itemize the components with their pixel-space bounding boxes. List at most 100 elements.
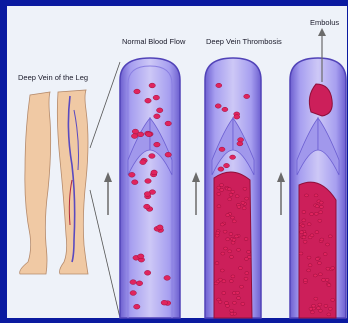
blood-cell	[228, 198, 232, 201]
blood-cell	[149, 83, 155, 88]
blood-cell	[247, 250, 251, 253]
blood-cell	[320, 238, 324, 241]
blood-cell	[145, 179, 151, 184]
blood-cell	[308, 264, 312, 267]
blood-cell	[317, 262, 321, 265]
blood-cell	[331, 267, 335, 270]
blood-cell	[310, 213, 314, 216]
blood-cell	[231, 241, 235, 244]
blood-cell	[220, 184, 224, 187]
blood-cell	[244, 94, 250, 98]
dvt-label: Deep Vein Thrombosis	[206, 37, 282, 46]
blood-cell	[145, 98, 151, 103]
blood-cell	[215, 234, 219, 237]
blood-cell	[218, 278, 222, 281]
blood-cell	[314, 212, 318, 215]
embolus-arrow-head	[318, 28, 326, 36]
blood-cell	[232, 220, 236, 223]
blood-cell	[241, 201, 245, 204]
blood-cell	[241, 302, 245, 305]
blood-cell	[229, 280, 233, 283]
blood-cell	[313, 274, 317, 277]
blood-cell	[328, 235, 332, 238]
leg-title-label: Deep Vein of the Leg	[18, 73, 88, 82]
blood-cell	[224, 163, 230, 167]
blood-cell	[319, 201, 323, 204]
blood-cell	[309, 307, 313, 310]
blood-cell	[314, 297, 318, 300]
blood-cell	[305, 194, 309, 197]
blood-cell	[223, 230, 227, 233]
blood-cell	[240, 285, 244, 288]
blood-cell	[312, 304, 316, 307]
blood-cell	[328, 307, 332, 310]
blood-cell	[234, 235, 238, 238]
blood-cell	[226, 214, 230, 217]
blood-cell	[326, 267, 330, 270]
blood-cell	[314, 194, 318, 197]
blood-cell	[136, 281, 142, 286]
blood-cell	[224, 247, 228, 250]
blood-cell	[307, 223, 311, 226]
leg-illustration	[20, 90, 88, 274]
blood-cell	[237, 297, 241, 300]
blood-cell	[157, 108, 163, 113]
blood-cell	[146, 132, 152, 137]
blood-cell	[227, 188, 231, 191]
blood-cell	[303, 240, 307, 243]
blood-cell	[323, 253, 327, 256]
blood-cell	[326, 243, 330, 246]
blood-cell	[322, 278, 326, 281]
blood-cell	[222, 107, 228, 111]
up-arrow-icon	[192, 172, 200, 215]
blood-cell	[217, 186, 221, 189]
blood-cell	[140, 160, 146, 165]
blood-cell	[232, 301, 236, 304]
blood-cell	[231, 216, 235, 219]
blood-cell	[245, 197, 249, 200]
blood-cell	[244, 277, 248, 280]
blood-cell	[216, 83, 222, 87]
callout-line-bottom	[90, 190, 120, 318]
blood-cell	[236, 291, 240, 294]
blood-cell	[318, 273, 322, 276]
blood-cell	[235, 195, 239, 198]
blood-cell	[231, 275, 235, 278]
blood-cell	[242, 207, 246, 210]
blood-cell	[316, 307, 320, 310]
blood-cell	[237, 248, 241, 251]
right-leg	[57, 90, 88, 274]
blood-cell	[131, 134, 137, 139]
blood-cell	[134, 304, 140, 309]
vein-tube-normal	[120, 58, 180, 318]
blood-cell	[231, 190, 235, 193]
blood-cell	[153, 95, 159, 100]
blood-cell	[165, 121, 171, 126]
blood-cell	[132, 180, 138, 185]
blood-cell	[220, 223, 224, 226]
blood-cell	[129, 172, 135, 177]
blood-cell	[244, 257, 248, 260]
blood-cell	[229, 233, 233, 236]
blood-cell	[307, 269, 311, 272]
blood-cell	[221, 252, 225, 255]
blood-cell	[327, 284, 331, 287]
blood-cell	[238, 267, 242, 270]
blood-cell	[130, 291, 136, 296]
vein-tube-embolus	[290, 28, 346, 318]
blood-cell	[230, 255, 234, 258]
blood-cell	[217, 205, 221, 208]
up-arrow-icon	[277, 172, 285, 215]
blood-cell	[302, 236, 306, 239]
blood-cell	[230, 309, 234, 312]
blood-cell	[299, 252, 303, 255]
blood-cell	[149, 154, 155, 159]
blood-cell	[310, 234, 314, 237]
blood-cell	[319, 211, 323, 214]
blood-cell	[315, 205, 319, 208]
blood-cell	[154, 142, 160, 147]
blood-cell	[315, 231, 319, 234]
blood-cell	[245, 272, 249, 275]
blood-cell	[331, 298, 335, 301]
